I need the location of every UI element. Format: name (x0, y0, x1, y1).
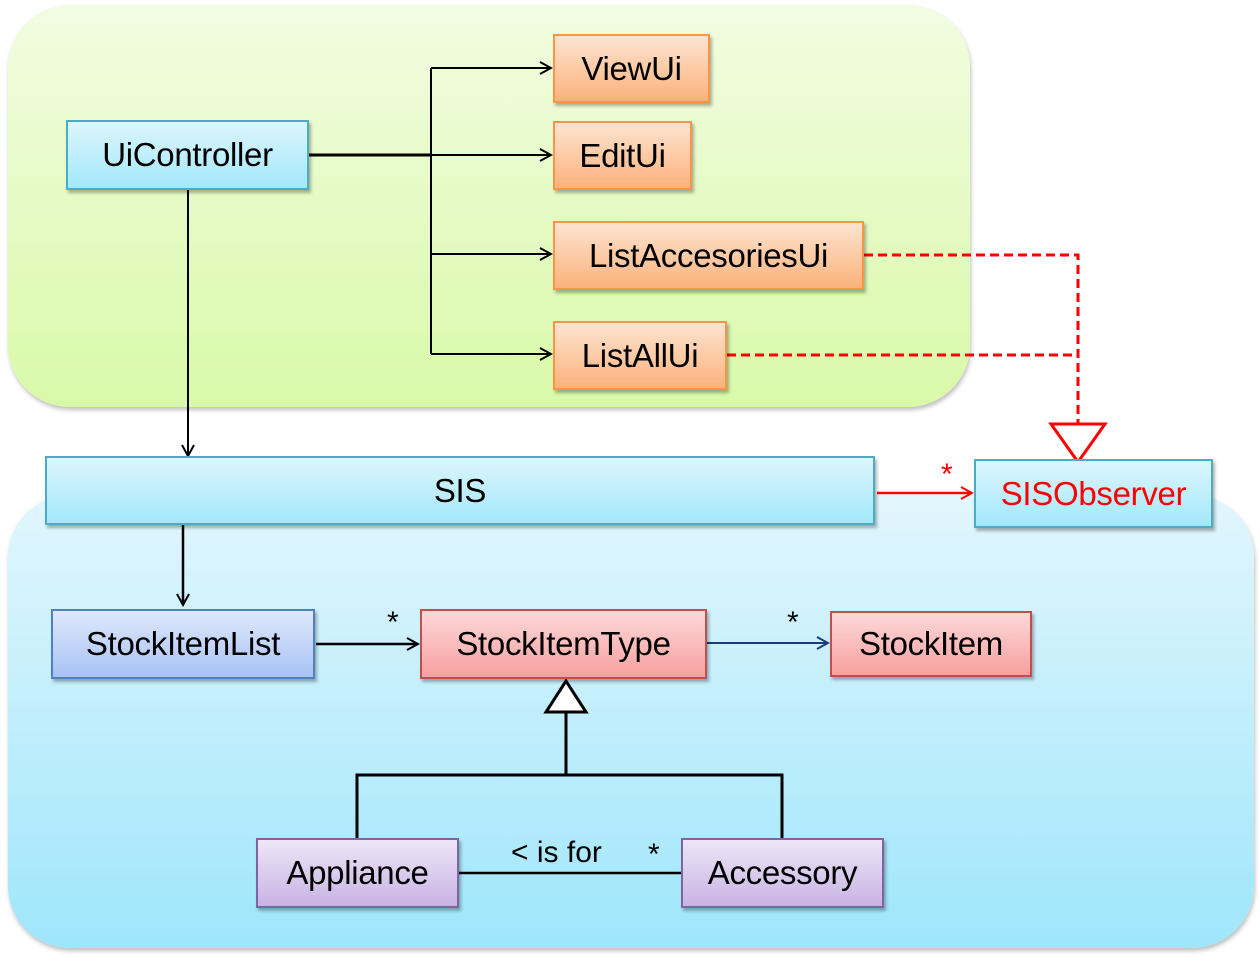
class-name: ListAccesoriesUi (588, 236, 829, 274)
class-sisobserver[interactable]: SISObserver (974, 459, 1213, 528)
class-accessory[interactable]: Accessory (681, 838, 884, 908)
class-listaccesoriesui[interactable]: ListAccesoriesUi (553, 221, 864, 290)
stockitemtype-multiplicity: * (387, 606, 399, 639)
sisobserver-multiplicity: * (941, 458, 953, 491)
stockitem-multiplicity: * (787, 606, 799, 639)
class-appliance[interactable]: Appliance (256, 838, 459, 908)
accessory-multiplicity: * (648, 838, 660, 871)
class-name: UiController (102, 136, 273, 173)
listaccesoriesui-realization-line (864, 253, 1080, 424)
class-stockitemtype[interactable]: StockItemType (420, 609, 707, 679)
class-name: Appliance (286, 854, 429, 891)
realization-triangle-icon (1048, 422, 1108, 465)
class-sis[interactable]: SIS (45, 456, 875, 525)
is-for-label: < is for (511, 836, 602, 869)
class-name: StockItem (858, 625, 1003, 662)
class-name: ListAllUi (581, 336, 699, 374)
class-listallui[interactable]: ListAllUi (553, 321, 727, 390)
class-uicontroller[interactable]: UiController (66, 120, 309, 190)
class-name: SIS (433, 471, 487, 509)
class-editui[interactable]: EditUi (553, 121, 692, 190)
class-viewui[interactable]: ViewUi (553, 34, 710, 103)
class-stockitem[interactable]: StockItem (830, 611, 1032, 677)
class-stockitemlist[interactable]: StockItemList (51, 609, 315, 679)
class-name: StockItemList (85, 625, 281, 662)
class-name: Accessory (707, 854, 858, 891)
class-name: StockItemType (456, 625, 671, 662)
class-name: EditUi (579, 136, 666, 174)
ui-package (8, 5, 970, 407)
class-name: ViewUi (581, 49, 682, 87)
generalization-tree-line (355, 773, 784, 838)
class-name: SISObserver (1000, 474, 1187, 512)
generalization-triangle-icon (543, 678, 589, 714)
